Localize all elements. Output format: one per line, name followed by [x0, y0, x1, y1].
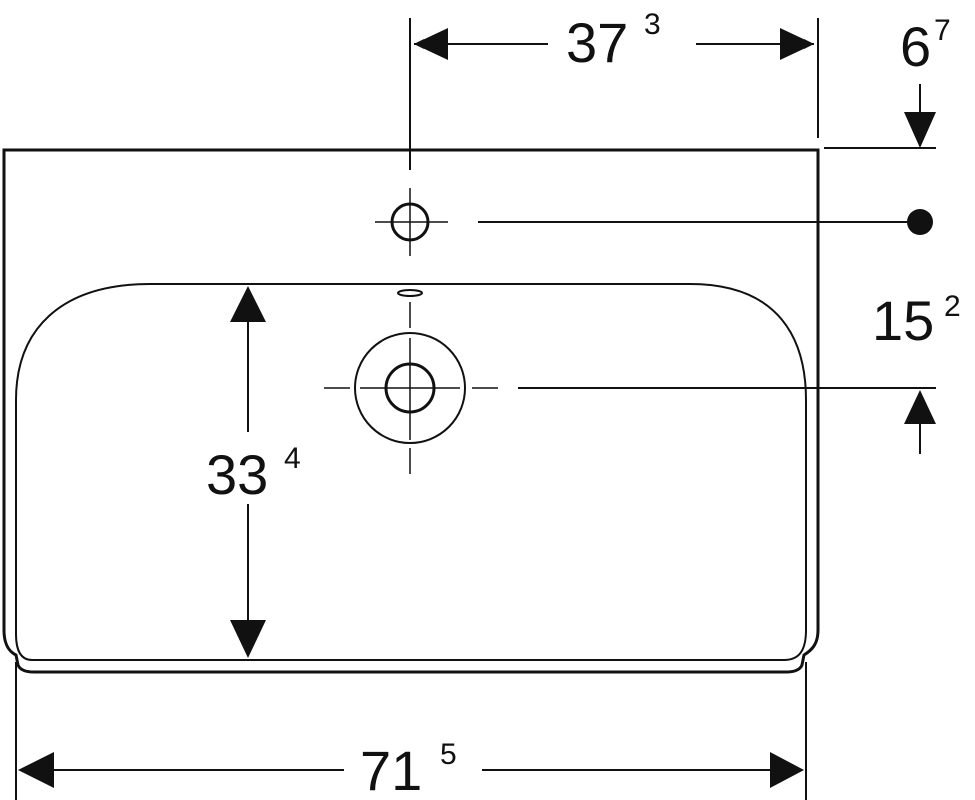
tap-centre-dot: [907, 209, 933, 235]
dim-label-total-width: 71: [360, 739, 422, 800]
dim-label-tap-to-drain: 15: [872, 289, 934, 352]
dimension-total-width: 71 5: [18, 738, 804, 800]
dimension-tap-to-drain: 15 2: [872, 289, 961, 454]
dim-sup-total-width: 5: [440, 738, 457, 771]
dim-sup-tap-to-drain: 2: [944, 290, 961, 323]
bowl-outline: [15, 283, 807, 661]
dimension-bowl-depth: 33 4: [200, 286, 310, 658]
dim-label-bowl-depth: 33: [206, 443, 268, 506]
overflow-slot: [397, 289, 423, 297]
dimension-top-offset: 6 7: [824, 14, 951, 149]
drain: [324, 302, 498, 474]
basin-outline: [2, 148, 820, 674]
dim-sup-top-offset: 7: [934, 14, 951, 47]
dim-label-tap-hole-offset: 37: [566, 11, 628, 74]
tap-hole: [375, 188, 448, 256]
dim-sup-bowl-depth: 4: [284, 442, 301, 475]
dimension-tap-hole-offset: 37 3: [414, 8, 814, 74]
dim-sup-tap-hole-offset: 3: [644, 8, 661, 41]
dim-label-top-offset: 6: [900, 15, 931, 78]
